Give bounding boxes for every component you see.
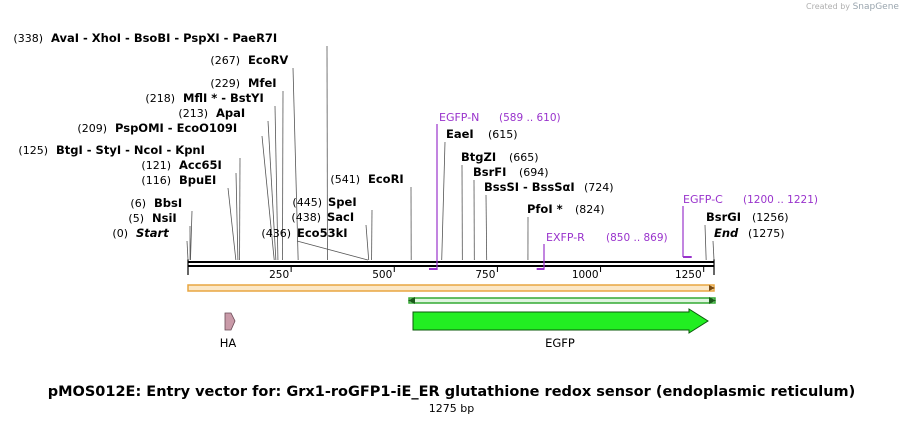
enzyme-site-position: (6) — [130, 197, 146, 210]
enzyme-site-position: (125) — [18, 144, 48, 157]
enzyme-name: EcoRV — [248, 53, 288, 67]
primer-range: (1200 .. 1221) — [743, 194, 818, 206]
enzyme-site-position: (338) — [13, 32, 43, 45]
backbone-top-strand — [188, 261, 714, 263]
map-title: pMOS012E: Entry vector for: Grx1-roGFP1-… — [47, 384, 856, 400]
enzyme-site-position: (824) — [575, 203, 605, 216]
enzyme-name: SpeI — [328, 195, 357, 209]
enzyme-leader-line — [190, 210, 193, 261]
enzyme-name: BtgZI — [461, 150, 496, 164]
enzyme-site-position: (665) — [509, 151, 539, 164]
feature-label: EGFP — [545, 336, 575, 350]
enzyme-name: BbsI — [154, 196, 182, 210]
enzyme-name: BssSI - BssSαI — [484, 180, 575, 194]
primer-binding-site — [536, 268, 545, 270]
enzyme-name: EaeI — [446, 127, 474, 141]
primer-name: EGFP-N — [439, 111, 479, 124]
enzyme-leader-line — [274, 105, 279, 261]
ruler-label: 1250 — [675, 269, 702, 281]
snapgene-logo: SnapGene — [852, 2, 899, 12]
enzyme-site-position: (5) — [128, 212, 144, 225]
orf-full-length — [187, 284, 715, 292]
orf-egfp-right-arrowhead — [709, 297, 716, 304]
enzyme-name: Eco53kI — [297, 226, 348, 240]
enzyme-site-position: (1275) — [748, 227, 785, 240]
enzyme-site-position: (116) — [141, 174, 171, 187]
primer-binding-site — [683, 256, 692, 258]
sequence-length: 1275 bp — [428, 402, 475, 415]
feature-label: HA — [220, 336, 237, 350]
enzyme-leader-line — [235, 172, 239, 261]
primer-name: EGFP-C — [683, 193, 723, 206]
enzyme-name: Acc65I — [179, 158, 222, 172]
enzyme-leader-line — [704, 224, 707, 261]
enzyme-name: BsrFI — [473, 165, 506, 179]
orf-full-arrowhead — [709, 285, 715, 291]
ruler-label: 1000 — [572, 269, 599, 281]
orf-egfp — [408, 297, 716, 304]
primer-name: EXFP-R — [546, 231, 585, 244]
backbone-bottom-strand — [188, 265, 714, 267]
enzyme-name: Start — [136, 226, 169, 240]
enzyme-site-position: (445) — [292, 196, 322, 209]
enzyme-site-position: (0) — [112, 227, 128, 240]
enzyme-site-position: (218) — [145, 92, 175, 105]
enzyme-leader-line — [485, 194, 488, 261]
enzyme-name: End — [714, 226, 739, 240]
primer-binding-site — [428, 268, 438, 270]
enzyme-leader-line — [282, 90, 284, 261]
enzyme-site-position: (694) — [519, 166, 549, 179]
enzyme-name: PspOMI - EcoO109I — [115, 121, 237, 135]
enzyme-leader-line — [186, 240, 189, 261]
enzyme-name: SacI — [327, 210, 354, 224]
enzyme-leader-line — [712, 240, 715, 261]
orf-egfp-left-arrowhead — [408, 297, 415, 304]
enzyme-site-position: (541) — [330, 173, 360, 186]
enzyme-leader-line — [365, 224, 370, 261]
enzyme-leader-line — [261, 135, 275, 261]
enzyme-site-position: (229) — [210, 77, 240, 90]
enzyme-name: BpuEI — [179, 173, 216, 187]
snapgene-credit: Created by SnapGene — [806, 2, 899, 12]
enzyme-site-position: (213) — [178, 107, 208, 120]
ruler-label: 250 — [269, 269, 289, 281]
enzyme-name: MfeI — [248, 76, 277, 90]
enzyme-site-position: (438) — [291, 211, 321, 224]
enzyme-leader-line — [296, 240, 368, 261]
enzyme-leader-line — [267, 120, 277, 261]
feature-egfp-arrow — [412, 308, 709, 334]
primer-range: (850 .. 869) — [606, 232, 668, 244]
enzyme-site-position: (209) — [77, 122, 107, 135]
enzyme-site-position: (724) — [584, 181, 614, 194]
enzyme-site-position: (436) — [261, 227, 291, 240]
enzyme-name: BtgI - StyI - NcoI - KpnI — [56, 143, 205, 157]
enzyme-site-position: (121) — [141, 159, 171, 172]
ruler-label: 500 — [372, 269, 392, 281]
enzyme-name: PfoI * — [527, 202, 563, 216]
enzyme-site-position: (267) — [210, 54, 240, 67]
enzyme-site-position: (615) — [488, 128, 518, 141]
enzyme-name: AvaI - XhoI - BsoBI - PspXI - PaeR7I — [51, 31, 277, 45]
enzyme-site-position: (1256) — [752, 211, 789, 224]
credit-prefix: Created by — [806, 2, 851, 11]
enzyme-name: ApaI — [216, 106, 245, 120]
enzyme-leader-line — [292, 67, 299, 261]
enzyme-name: NsiI — [152, 211, 177, 225]
enzyme-leader-line — [227, 187, 237, 261]
ruler-label: 750 — [475, 269, 495, 281]
primer-range: (589 .. 610) — [499, 112, 561, 124]
enzyme-name: MflI * - BstYI — [183, 91, 264, 105]
enzyme-leader-line — [441, 141, 446, 261]
feature-ha-arrow — [224, 312, 236, 331]
enzyme-name: BsrGI — [706, 210, 741, 224]
enzyme-name: EcoRI — [368, 172, 404, 186]
